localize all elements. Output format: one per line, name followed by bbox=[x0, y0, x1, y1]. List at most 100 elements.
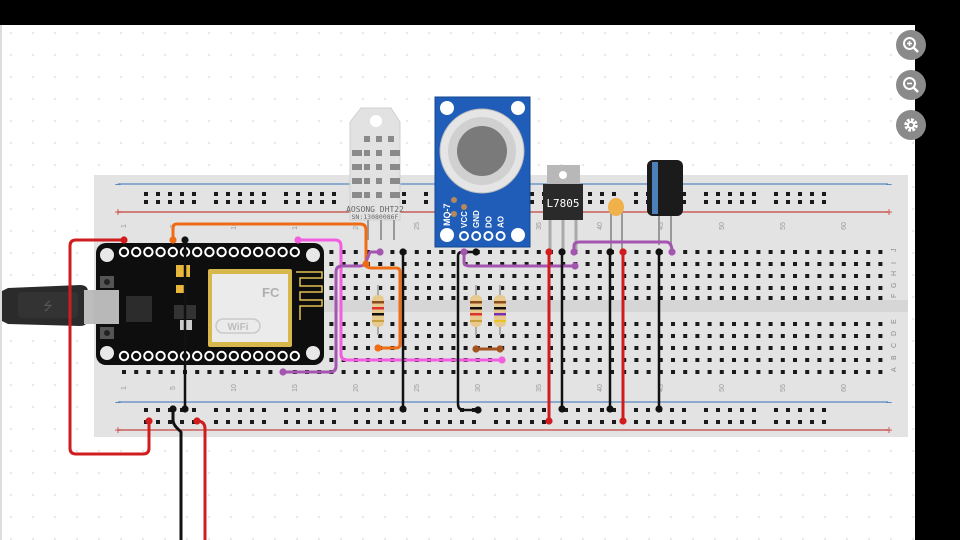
rail-hole bbox=[740, 420, 744, 424]
breadboard-hole bbox=[390, 334, 395, 338]
esp-pin bbox=[228, 350, 240, 362]
breadboard-hole bbox=[793, 274, 797, 278]
breadboard-hole bbox=[780, 250, 785, 254]
esp-pin bbox=[265, 246, 276, 258]
breadboard-hole bbox=[610, 274, 614, 278]
column-number: 10 bbox=[231, 222, 238, 230]
breadboard-hole bbox=[402, 334, 407, 338]
breadboard-hole bbox=[536, 274, 541, 278]
breadboard-hole bbox=[744, 274, 749, 278]
rail-hole bbox=[728, 200, 732, 204]
breadboard-hole bbox=[744, 322, 749, 326]
rail-hole bbox=[448, 408, 452, 412]
breadboard-hole bbox=[366, 322, 370, 326]
breadboard-hole bbox=[390, 274, 395, 278]
column-number: 20 bbox=[353, 222, 360, 230]
breadboard-hole bbox=[414, 370, 419, 374]
breadboard-hole bbox=[878, 262, 883, 266]
rail-hole bbox=[822, 420, 826, 424]
breadboard-hole bbox=[329, 262, 334, 266]
resistor-1[interactable] bbox=[372, 285, 384, 335]
wire-endpoint bbox=[374, 344, 382, 352]
settings-button[interactable] bbox=[896, 110, 926, 140]
rail-hole bbox=[156, 200, 160, 204]
breadboard-hole bbox=[658, 370, 663, 374]
breadboard-hole bbox=[866, 370, 871, 374]
rail-hole bbox=[752, 408, 756, 412]
breadboard-hole bbox=[549, 286, 553, 290]
breadboard-hole bbox=[402, 322, 407, 326]
breadboard-hole bbox=[841, 358, 846, 362]
rail-hole bbox=[634, 408, 638, 412]
rail-hole bbox=[448, 420, 452, 424]
breadboard-hole bbox=[585, 322, 590, 326]
esp-pin bbox=[155, 246, 166, 258]
breadboard-hole bbox=[219, 370, 224, 374]
breadboard-hole bbox=[658, 358, 663, 362]
column-number: 20 bbox=[353, 384, 360, 392]
rail-hole bbox=[262, 408, 266, 412]
breadboard-hole bbox=[414, 262, 419, 266]
breadboard-hole bbox=[524, 250, 529, 254]
esp8266-board[interactable]: FC WiFi bbox=[93, 243, 324, 365]
breadboard-hole bbox=[695, 286, 700, 290]
breadboard-hole bbox=[756, 296, 761, 300]
zoom-out-button[interactable] bbox=[896, 70, 926, 100]
breadboard-hole bbox=[707, 334, 712, 338]
resistor-2[interactable] bbox=[470, 285, 482, 335]
rail-hole bbox=[518, 408, 522, 412]
breadboard-hole bbox=[866, 346, 871, 350]
mq7-pin-label: AO bbox=[497, 216, 506, 228]
rail-hole bbox=[320, 200, 324, 204]
rail-hole bbox=[704, 420, 708, 424]
breadboard-hole bbox=[683, 286, 688, 290]
breadboard-hole bbox=[866, 274, 871, 278]
breadboard-hole bbox=[793, 358, 797, 362]
breadboard-hole bbox=[854, 286, 858, 290]
rail-minus-label-bottom-right: − bbox=[886, 397, 892, 409]
usb-cable[interactable]: ⭍ bbox=[0, 285, 96, 326]
rail-hole bbox=[658, 420, 662, 424]
rail-hole bbox=[436, 420, 440, 424]
breadboard-hole bbox=[414, 286, 419, 290]
rail-hole bbox=[168, 200, 172, 204]
wire-endpoint bbox=[545, 417, 553, 425]
breadboard-hole bbox=[585, 250, 590, 254]
breadboard-hole bbox=[683, 322, 688, 326]
breadboard-hole bbox=[695, 296, 700, 300]
rail-hole bbox=[284, 420, 288, 424]
breadboard-hole bbox=[768, 274, 773, 278]
resistor-3[interactable] bbox=[494, 285, 506, 335]
esp-pin bbox=[277, 350, 288, 362]
rail-plus-label-bottom-left: + bbox=[114, 423, 121, 437]
rail-plus-label-bottom-right: + bbox=[885, 423, 892, 437]
breadboard-hole bbox=[646, 286, 651, 290]
breadboard-hole bbox=[512, 322, 517, 326]
canvas-left-edge bbox=[0, 25, 2, 540]
rail-hole bbox=[506, 420, 510, 424]
rail-hole bbox=[214, 192, 218, 196]
breadboard-hole bbox=[341, 250, 346, 254]
ceramic-capacitor[interactable] bbox=[608, 198, 624, 250]
dht22-sensor[interactable]: AOSONG DHT22 SN:13080086F bbox=[346, 107, 404, 240]
zoom-in-button[interactable] bbox=[896, 30, 926, 60]
breadboard-hole bbox=[524, 322, 529, 326]
grille-slot bbox=[364, 150, 370, 156]
breadboard-hole bbox=[134, 370, 139, 374]
breadboard-hole bbox=[402, 370, 407, 374]
dht22-brand-label: AOSONG DHT22 bbox=[346, 205, 404, 214]
l7805-regulator[interactable]: L7805 bbox=[543, 165, 583, 250]
breadboard-hole bbox=[366, 346, 370, 350]
breadboard-hole bbox=[536, 370, 541, 374]
electrolytic-capacitor[interactable] bbox=[647, 160, 683, 245]
rail-hole bbox=[740, 200, 744, 204]
breadboard-hole bbox=[353, 286, 358, 290]
breadboard-hole bbox=[475, 274, 480, 278]
breadboard-hole bbox=[158, 370, 163, 374]
breadboard-hole bbox=[866, 262, 871, 266]
breadboard-hole bbox=[390, 296, 395, 300]
breadboard-hole bbox=[841, 296, 846, 300]
rail-hole bbox=[214, 408, 218, 412]
